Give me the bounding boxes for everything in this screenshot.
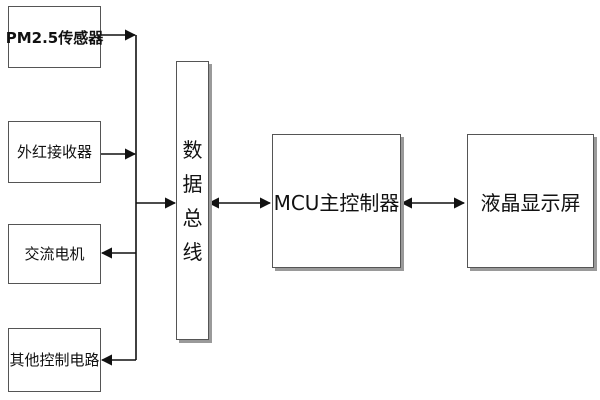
ac-motor-block: 交流电机 — [8, 224, 101, 284]
ir-receiver-label: 外红接收器 — [16, 142, 92, 161]
data-bus-char: 总 — [182, 205, 203, 230]
data-bus-label: 数 据 总 线 — [183, 133, 203, 269]
ir-receiver-block: 外红接收器 — [8, 121, 101, 183]
mcu-label: MCU主控制器 — [273, 190, 400, 215]
data-bus-char: 线 — [182, 239, 203, 264]
lcd-label: 液晶显示屏 — [480, 190, 581, 215]
mcu-block: MCU主控制器 — [272, 134, 401, 268]
pm25-sensor-label: PM2.5传感器 — [5, 28, 104, 47]
ac-motor-label: 交流电机 — [24, 244, 85, 263]
other-circuit-block: 其他控制电路 — [8, 328, 101, 392]
lcd-block: 液晶显示屏 — [467, 134, 594, 268]
data-bus-char: 据 — [182, 171, 203, 196]
other-circuit-label: 其他控制电路 — [9, 350, 100, 369]
pm25-sensor-block: PM2.5传感器 — [5, 6, 104, 68]
data-bus-block: 数 据 总 线 — [176, 61, 209, 340]
data-bus-char: 数 — [182, 137, 203, 162]
